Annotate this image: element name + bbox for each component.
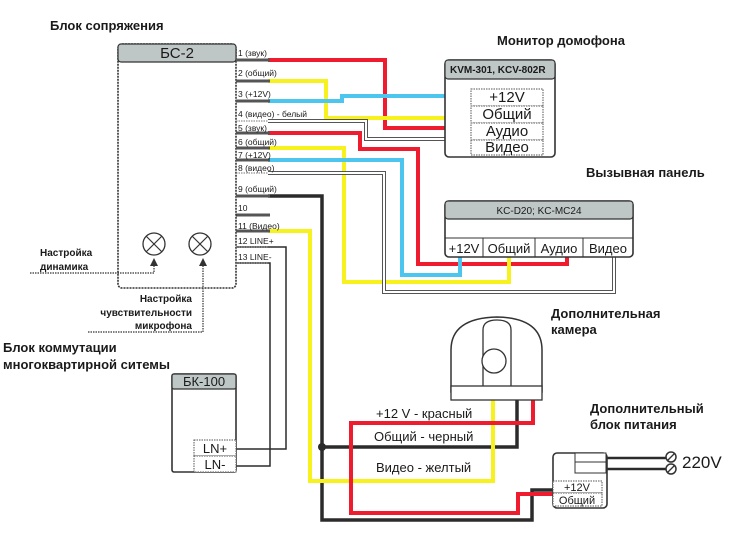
call-panel-terminal-common: Общий (488, 241, 531, 256)
pin-label-11: 11 (Видео) (238, 221, 280, 231)
pin-label-10: 10 (238, 203, 248, 213)
psu-caption-line-2: блок питания (590, 417, 677, 432)
monitor-terminal-video-label: Видео (485, 139, 529, 156)
monitor-block: KVM-301, KCV-802R +12V Общий Аудио Видео (444, 59, 556, 158)
mic-adjust-pointer (88, 262, 204, 333)
mic-adjust-line-2: чувствительности (100, 308, 192, 319)
psu-terminal-12v-label: +12V (564, 482, 591, 494)
pin-label-4: 4 (видео) - белый (238, 109, 307, 119)
psu-caption-line-1: Дополнительный (590, 401, 704, 416)
monitor-header (444, 59, 556, 80)
mic-pot-icon[interactable] (188, 232, 212, 256)
bs2-body (117, 43, 237, 289)
junction-dot (318, 443, 326, 451)
bs2-header (117, 43, 237, 63)
monitor-caption: Монитор домофона (497, 33, 626, 48)
call-panel-caption: Вызывная панель (586, 165, 705, 180)
wire-camera-12v-red (349, 400, 553, 515)
bk100-terminal-ln-plus-label: LN+ (203, 441, 227, 456)
mic-arrow-icon (199, 258, 207, 266)
mic-adjust-line-3: микрофона (135, 320, 193, 332)
camera-icon (450, 316, 543, 401)
camera-wire-12v-label: +12 V - красный (376, 406, 472, 421)
bk100-caption-line-1: Блок коммутации (3, 340, 117, 355)
pin-label-8: 8 (видео) (238, 163, 275, 173)
bk100-terminal-ln-minus (193, 455, 237, 473)
wire-pin13-line-minus (236, 262, 271, 467)
bk100-caption-line-2: многоквартирной ситемы (3, 357, 170, 372)
bk100-block: БК-100 LN+ LN- (171, 373, 237, 473)
monitor-terminal-12v-label: +12V (489, 89, 524, 106)
bs2-model: БС-2 (160, 45, 194, 62)
call-panel-terminal-audio: Аудио (541, 241, 578, 256)
bs2-block: БС-2 1 (звук) 2 (общий) 3 (+12V) 4 (виде… (117, 43, 307, 289)
pin-stubs (236, 58, 270, 233)
pin-label-12: 12 LINE+ (238, 236, 274, 246)
wire-pin3-blue (268, 94, 473, 103)
bk100-model: БК-100 (183, 374, 225, 389)
wire-pin9-black (268, 194, 553, 522)
monitor-terminal-audio-label: Аудио (486, 123, 528, 140)
mains-voltage-label: 220V (682, 453, 722, 472)
pin-label-6: 6 (общий) (238, 137, 277, 147)
psu-block: +12V Общий (552, 452, 608, 509)
pin-label-3: 3 (+12V) (238, 89, 271, 99)
pin-label-5: 5 (звук) (238, 123, 267, 133)
wire-pin7-blue (268, 158, 462, 277)
camera-wire-video-label: Видео - желтый (376, 460, 471, 475)
monitor-terminal-common-label: Общий (482, 106, 531, 123)
monitor-model: KVM-301, KCV-802R (450, 65, 546, 76)
wire-pin11-yellow (268, 229, 495, 483)
mains-screw-icon (665, 451, 677, 475)
wire-pin6-yellow (268, 146, 511, 284)
bs2-caption: Блок сопряжения (50, 18, 164, 33)
speaker-adjust-line-1: Настройка (40, 248, 93, 259)
bk100-terminal-ln-minus-label: LN- (205, 457, 226, 472)
pin-label-2: 2 (общий) (238, 68, 277, 78)
bk100-header (171, 373, 237, 390)
pin-label-7: 7 (+12V) (238, 150, 271, 160)
call-panel-block: KC-D20; KC-MC24 +12V Общий Аудио Видео (444, 200, 634, 258)
call-panel-header (444, 200, 634, 220)
wire-pin12-line-plus (236, 246, 287, 450)
pin-label-13: 13 LINE- (238, 252, 272, 262)
call-panel-model: KC-D20; KC-MC24 (496, 206, 581, 217)
camera-caption-line-1: Дополнительная (551, 306, 660, 321)
psu-mains-terminal (574, 452, 607, 474)
wire-pin5-red (268, 131, 569, 266)
wire-pin8-white (268, 172, 615, 293)
pin-label-9: 9 (общий) (238, 184, 277, 194)
speaker-arrow-icon (150, 258, 158, 266)
wire-camera-common (322, 400, 519, 449)
monitor-terminal-video (470, 139, 544, 156)
camera-wire-common-label: Общий - черный (374, 429, 473, 444)
mic-adjust-line-1: Настройка (140, 294, 193, 305)
call-panel-terminal-12v: +12V (449, 241, 480, 256)
wire-pin4-white (268, 120, 473, 140)
pin-label-1: 1 (звук) (238, 48, 267, 58)
wires (236, 58, 668, 522)
call-panel-terminal-video: Видео (589, 241, 627, 256)
psu-terminal-common-label: Общий (559, 495, 595, 507)
speaker-pot-icon[interactable] (142, 232, 166, 256)
psu-terminal-common (552, 492, 603, 507)
speaker-adjust-line-2: динамика (40, 262, 89, 273)
camera-caption-line-2: камера (551, 322, 598, 337)
